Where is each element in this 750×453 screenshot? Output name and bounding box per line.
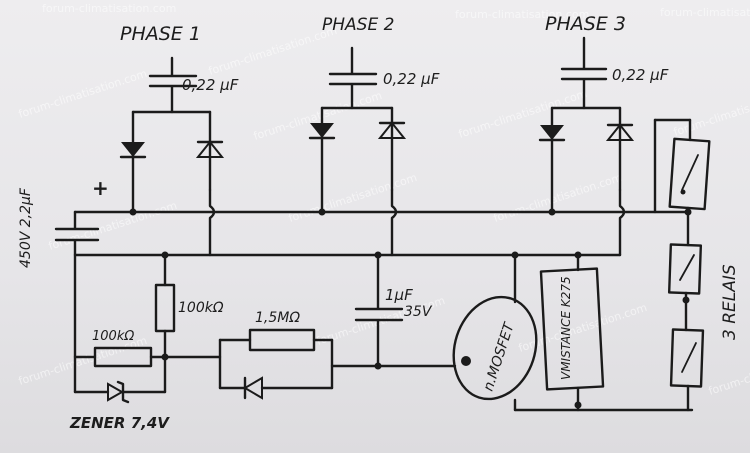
phase3-diode-left	[538, 125, 566, 142]
relay-1	[668, 137, 711, 211]
phase2-diode-right	[377, 121, 407, 139]
watermark: forum-climatisation.com	[17, 67, 149, 121]
capacitor-1uf-label: 1μF	[385, 286, 413, 304]
plus-sign: +	[92, 176, 109, 200]
watermark: forum-climatisation.com	[660, 6, 750, 19]
phase3-cap-label: 0,22 μF	[612, 66, 669, 84]
watermark: forum-climatisation.com	[207, 24, 339, 78]
phase2-cap-label: 0,22 μF	[383, 70, 440, 88]
phase1-diode-left	[119, 142, 147, 159]
phase2-diode-left	[308, 123, 336, 140]
phase1-capacitor	[148, 56, 198, 114]
mosfet	[452, 295, 538, 401]
main-capacitor-label: 450V 2,2μF	[18, 187, 34, 268]
resistor-1-5m-label: 1,5MΩ	[255, 310, 300, 326]
relay-3	[669, 328, 705, 388]
resistor-100k-vertical-label: 100kΩ	[178, 300, 224, 316]
capacitor-1uf-voltage: 35V	[404, 304, 433, 320]
watermark: forum-climatisation.com	[707, 344, 750, 398]
watermark: forum-climatisation.com	[287, 171, 419, 225]
phase1-label: PHASE 1	[120, 23, 201, 45]
phase3-diode-right	[605, 123, 635, 141]
phase2-label: PHASE 2	[322, 15, 394, 35]
phase1-cap-label: 0,22 μF	[182, 76, 239, 94]
phase2-capacitor	[328, 46, 378, 110]
resistor-1-5m	[248, 328, 316, 352]
watermark: forum-climatisation.com	[47, 199, 179, 253]
sensor-component	[539, 267, 605, 391]
diode-parallel	[243, 376, 263, 400]
sensor-label: VMISTANCE K275	[559, 276, 573, 380]
watermark: forum-climatisation.com	[492, 171, 624, 225]
phase3-capacitor	[560, 36, 608, 110]
watermark: forum-climatisation.com	[672, 85, 750, 139]
watermark: forum-climatisation.com	[457, 87, 589, 141]
main-capacitor	[54, 227, 100, 242]
resistor-100k-horizontal-label: 100kΩ	[92, 329, 134, 344]
phase1-diode-right	[195, 140, 225, 158]
resistor-100k-vertical	[154, 283, 176, 333]
watermark: forum-climatisation.com	[42, 2, 176, 15]
zener-label: ZENER 7,4V	[69, 414, 170, 432]
watermark: forum-climatisation.com	[455, 8, 589, 21]
phase3-label: PHASE 3	[545, 13, 626, 35]
relay-2	[667, 243, 703, 295]
watermark: forum-climatisation.com	[252, 89, 384, 143]
capacitor-1uf	[354, 307, 404, 322]
relays-label: 3 RELAIS	[720, 264, 740, 340]
mosfet-label: n.MOSFET	[481, 320, 519, 394]
